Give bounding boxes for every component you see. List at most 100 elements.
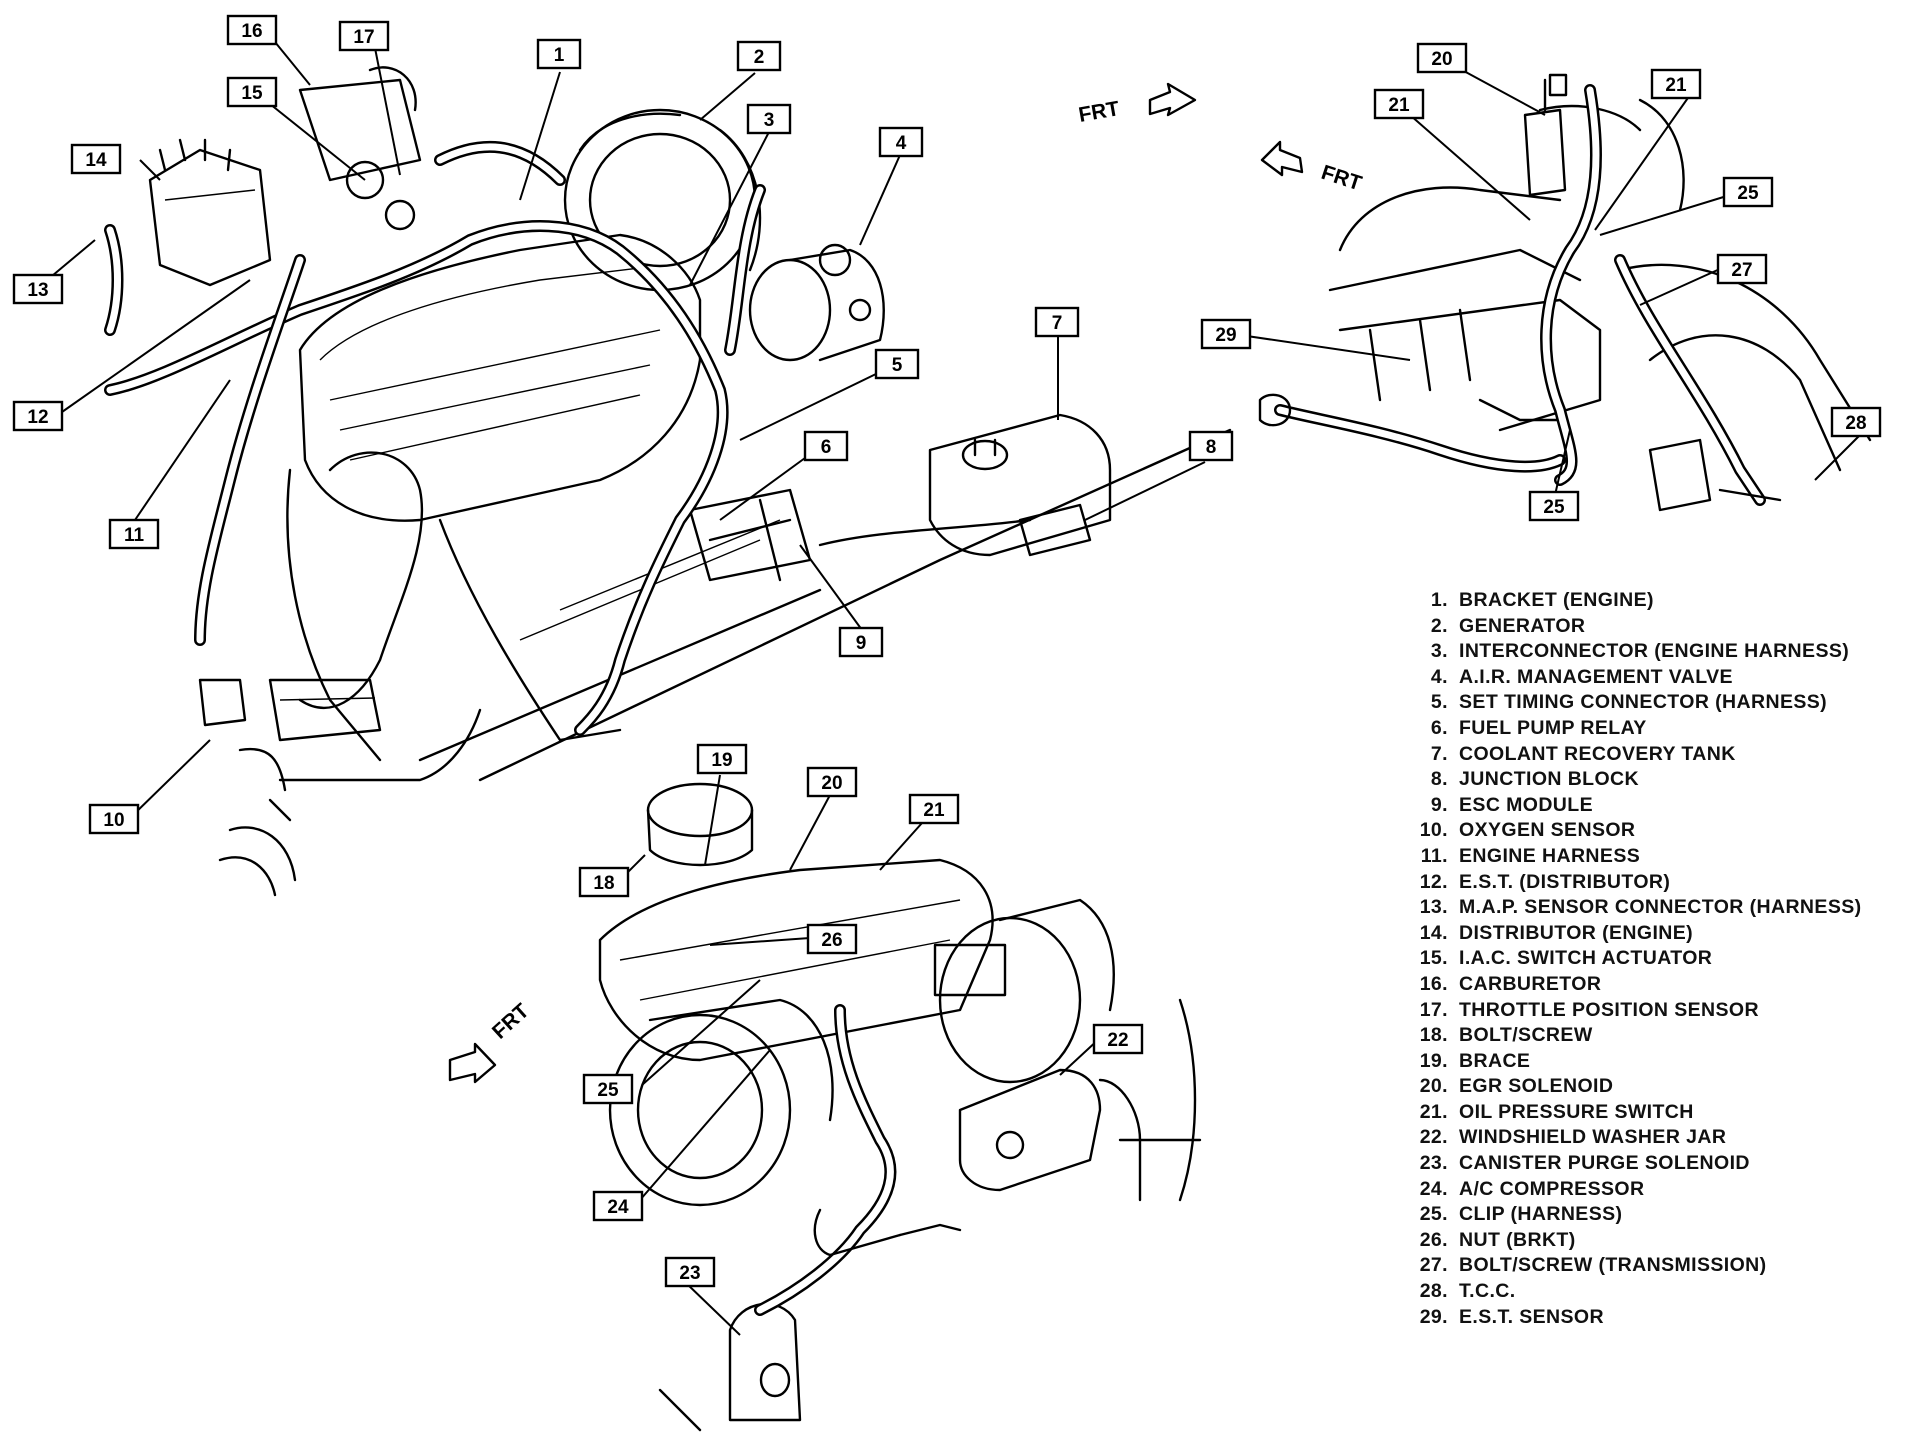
callout-19: 19 — [696, 743, 748, 775]
callout-10: 10 — [88, 803, 140, 835]
legend-number: 12. — [1419, 870, 1448, 893]
legend-number: 9. — [1430, 793, 1448, 816]
svg-text:7: 7 — [1052, 313, 1063, 334]
frt-label-right: FRT — [1318, 161, 1364, 196]
legend-number: 14. — [1419, 921, 1448, 944]
callout-21-right-a: 21 — [1373, 88, 1425, 120]
frt-arrow-right: FRT — [1260, 140, 1365, 196]
legend-label: BOLT/SCREW — [1459, 1024, 1593, 1047]
legend-number: 21. — [1419, 1100, 1448, 1123]
callout-1: 1 — [536, 38, 582, 70]
legend-number: 25. — [1419, 1203, 1448, 1226]
legend-number: 8. — [1430, 768, 1448, 791]
legend-number: 4. — [1430, 665, 1448, 688]
legend-number: 7. — [1430, 742, 1448, 765]
legend-label: COOLANT RECOVERY TANK — [1459, 742, 1736, 765]
legend-item: 22. WINDSHIELD WASHER JAR — [1400, 1125, 1900, 1151]
callout-4: 4 — [878, 126, 924, 158]
callout-20-right: 20 — [1416, 42, 1468, 74]
legend-item: 1.BRACKET (ENGINE) — [1400, 588, 1900, 614]
legend-item: 13.M.A.P. SENSOR CONNECTOR (HARNESS) — [1400, 895, 1900, 921]
legend-label: CARBURETOR — [1459, 972, 1602, 995]
svg-text:16: 16 — [241, 21, 262, 42]
legend-number: 20. — [1419, 1075, 1448, 1098]
legend-label: WINDSHIELD WASHER JAR — [1459, 1126, 1727, 1149]
legend-label: JUNCTION BLOCK — [1459, 768, 1640, 791]
legend-label: E.S.T. (DISTRIBUTOR) — [1459, 870, 1671, 893]
svg-text:3: 3 — [764, 110, 775, 131]
svg-text:4: 4 — [896, 133, 907, 154]
legend-item: 19.BRACE — [1400, 1049, 1900, 1075]
legend-item: 28.T.C.C. — [1400, 1279, 1900, 1305]
legend-item: 27. BOLT/SCREW (TRANSMISSION) — [1400, 1253, 1900, 1279]
callout-12: 12 — [12, 400, 64, 432]
main-engine-view — [104, 66, 1232, 897]
callout-29: 29 — [1200, 318, 1252, 350]
callout-2: 2 — [736, 40, 782, 72]
callout-23: 23 — [664, 1256, 716, 1288]
legend-label: CANISTER PURGE SOLENOID — [1459, 1152, 1750, 1175]
callout-3: 3 — [746, 103, 792, 135]
svg-text:29: 29 — [1215, 325, 1236, 346]
callout-6: 6 — [803, 430, 849, 462]
svg-text:23: 23 — [679, 1263, 700, 1284]
svg-text:11: 11 — [124, 525, 145, 546]
legend-label: GENERATOR — [1459, 614, 1586, 637]
legend-number: 10. — [1419, 819, 1448, 842]
legend-label: SET TIMING CONNECTOR (HARNESS) — [1459, 691, 1828, 714]
legend-item: 11.ENGINE HARNESS — [1400, 844, 1900, 870]
legend-item: 7. COOLANT RECOVERY TANK — [1400, 742, 1900, 768]
legend-number: 17. — [1419, 998, 1448, 1021]
legend-item: 8. JUNCTION BLOCK — [1400, 767, 1900, 793]
legend-item: 3.INTERCONNECTOR (ENGINE HARNESS) — [1400, 639, 1900, 665]
legend-number: 3. — [1430, 640, 1448, 663]
legend-label: CLIP (HARNESS) — [1459, 1203, 1623, 1226]
legend-item: 4. A.I.R. MANAGEMENT VALVE — [1400, 665, 1900, 691]
legend-label: ESC MODULE — [1459, 793, 1594, 816]
legend-label: A/C COMPRESSOR — [1459, 1177, 1645, 1200]
svg-text:15: 15 — [241, 83, 263, 104]
callout-27: 27 — [1716, 253, 1768, 285]
svg-text:8: 8 — [1206, 437, 1217, 458]
legend-number: 18. — [1419, 1024, 1448, 1047]
legend-number: 6. — [1430, 716, 1448, 739]
callout-18: 18 — [578, 866, 630, 898]
svg-text:22: 22 — [1107, 1030, 1128, 1051]
legend-item: 14.DISTRIBUTOR (ENGINE) — [1400, 921, 1900, 947]
svg-text:5: 5 — [892, 355, 903, 376]
legend-label: BOLT/SCREW (TRANSMISSION) — [1459, 1254, 1767, 1277]
legend-number: 27. — [1419, 1254, 1448, 1277]
callout-5: 5 — [874, 348, 920, 380]
frt-label-bottom: FRT — [488, 999, 534, 1044]
legend-number: 13. — [1419, 896, 1448, 919]
legend-number: 15. — [1419, 947, 1448, 970]
legend-item: 16. CARBURETOR — [1400, 972, 1900, 998]
legend-label: I.A.C. SWITCH ACTUATOR — [1459, 947, 1713, 970]
svg-text:21: 21 — [923, 800, 945, 821]
svg-text:17: 17 — [353, 27, 374, 48]
callout-layer: 1 2 3 4 5 6 7 8 9 10 11 12 13 14 15 16 1… — [12, 14, 1882, 1336]
legend-label: A.I.R. MANAGEMENT VALVE — [1459, 665, 1733, 688]
callout-21-bottom: 21 — [908, 793, 960, 825]
legend-number: 24. — [1419, 1177, 1448, 1200]
legend-number: 23. — [1419, 1152, 1448, 1175]
svg-text:20: 20 — [821, 773, 842, 794]
legend-item: 2.GENERATOR — [1400, 614, 1900, 640]
legend-number: 11. — [1420, 844, 1448, 867]
svg-text:2: 2 — [754, 47, 765, 68]
legend-item: 23. CANISTER PURGE SOLENOID — [1400, 1151, 1900, 1177]
legend-item: 26. NUT (BRKT) — [1400, 1228, 1900, 1254]
svg-text:27: 27 — [1731, 260, 1752, 281]
callout-25-bottom: 25 — [582, 1073, 634, 1105]
legend-item: 9. ESC MODULE — [1400, 793, 1900, 819]
legend-item: 12. E.S.T. (DISTRIBUTOR) — [1400, 870, 1900, 896]
legend-label: NUT (BRKT) — [1459, 1228, 1576, 1251]
legend-number: 26. — [1419, 1228, 1448, 1251]
callout-24: 24 — [592, 1190, 644, 1222]
legend-number: 16. — [1419, 972, 1448, 995]
legend-label: T.C.C. — [1459, 1280, 1516, 1303]
legend-label: FUEL PUMP RELAY — [1459, 716, 1647, 739]
legend-number: 22. — [1419, 1126, 1448, 1149]
